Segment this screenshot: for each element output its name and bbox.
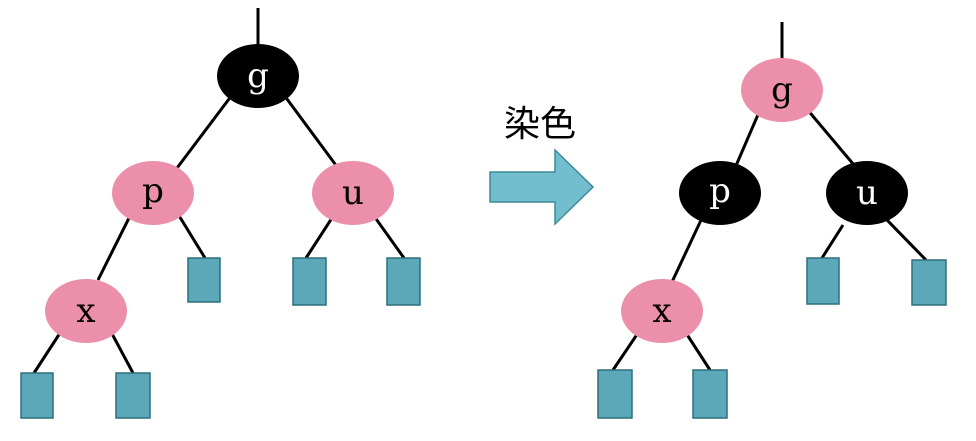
- node-label: g: [247, 56, 269, 96]
- edge-x-leafR: [684, 332, 712, 371]
- edge-u-leafL: [820, 224, 845, 259]
- leaves-before: [20, 257, 421, 419]
- leaves-after: [597, 257, 947, 419]
- node-circle: [45, 279, 127, 343]
- recolor-label: 染色: [504, 104, 576, 145]
- node-p-before: p: [112, 161, 194, 225]
- right-arrow-icon: [489, 148, 595, 226]
- nil-leaf: [115, 372, 151, 419]
- node-x-after: x: [621, 279, 703, 343]
- node-x-before: x: [45, 279, 127, 343]
- node-circle: [826, 161, 908, 225]
- node-u-after: u: [826, 161, 908, 225]
- nil-leaf: [20, 372, 54, 419]
- node-circle: [112, 161, 194, 225]
- edge-u-leafR: [885, 218, 928, 262]
- nil-leaf: [911, 259, 947, 306]
- nil-leaf: [386, 257, 421, 306]
- node-circle: [312, 161, 394, 225]
- edge-u-leafL: [304, 217, 334, 259]
- node-circle: [621, 279, 703, 343]
- edge-g-u: [804, 107, 856, 166]
- edge-g-u: [282, 94, 340, 169]
- edge-x-leafR: [108, 329, 135, 374]
- node-p-after: p: [679, 161, 761, 225]
- node-label: x: [652, 291, 671, 331]
- node-u-before: u: [312, 161, 394, 225]
- edges-before: [32, 8, 406, 374]
- tree-after: g p u x: [597, 22, 947, 419]
- edge-p-leaf: [176, 213, 207, 259]
- node-g-before: g: [217, 44, 299, 108]
- nil-leaf: [692, 369, 728, 419]
- edge-p-x: [96, 211, 134, 281]
- node-label: p: [709, 171, 731, 211]
- edge-g-p: [172, 94, 234, 173]
- nil-leaf: [597, 369, 633, 419]
- nil-leaf: [292, 257, 327, 306]
- node-circle: [741, 58, 823, 122]
- node-label: x: [76, 291, 95, 331]
- edge-x-leafL: [32, 329, 64, 374]
- edge-x-leafL: [611, 332, 640, 371]
- edge-g-p: [733, 109, 762, 169]
- nil-leaf: [187, 257, 221, 303]
- nil-leaf: [806, 257, 840, 305]
- edge-p-x: [670, 217, 704, 283]
- tree-before: g p u x: [20, 8, 421, 419]
- node-label: g: [771, 70, 793, 110]
- node-g-after: g: [741, 58, 823, 122]
- edges-after: [611, 22, 928, 371]
- node-label: u: [342, 173, 364, 213]
- node-label: u: [856, 173, 878, 213]
- node-label: p: [142, 171, 164, 211]
- node-circle: [217, 44, 299, 108]
- recolor-arrow-group: 染色: [489, 104, 595, 226]
- edge-u-leafR: [372, 215, 406, 259]
- node-circle: [679, 161, 761, 225]
